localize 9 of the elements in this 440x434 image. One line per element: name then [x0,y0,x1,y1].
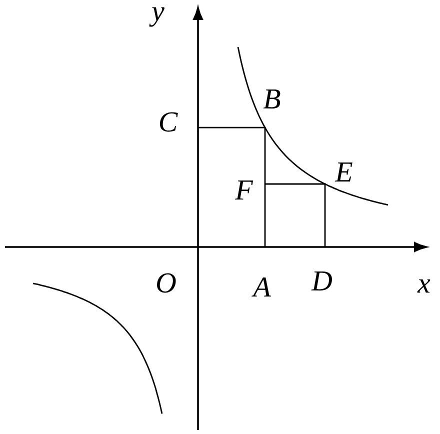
point-label: F [235,180,254,200]
point-label: E [334,162,352,182]
point-label: C [160,112,178,132]
point-label: A [252,277,271,297]
axis-label: x [417,279,430,293]
axis-label: y [149,7,164,27]
point-label: B [263,90,280,108]
point-label: D [311,272,332,290]
point-label: O [157,273,176,293]
